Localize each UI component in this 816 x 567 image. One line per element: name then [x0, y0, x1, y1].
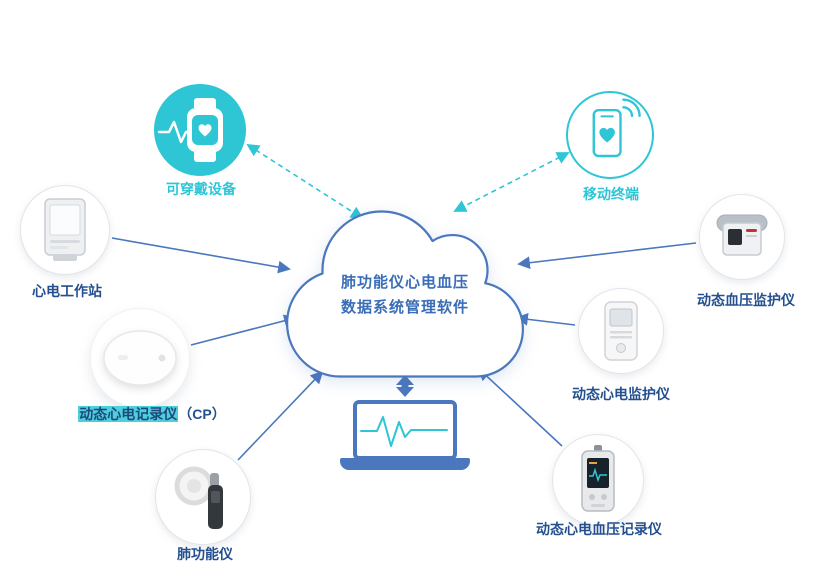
- bp-monitor-node: [699, 194, 785, 280]
- mobile-label: 移动终端: [583, 186, 639, 202]
- wearable-node: [154, 84, 246, 176]
- cp-recorder-cloud-arrow: [190, 314, 297, 346]
- ecg-workstation-device-icon: [44, 198, 86, 261]
- cloud-title-line2: 数据系统管理软件: [340, 299, 469, 316]
- smartwatch-heart-icon: [157, 98, 223, 162]
- cloud-title: 肺功能仪心电血压 数据系统管理软件: [305, 270, 505, 320]
- laptop-ecg-icon: [340, 400, 470, 472]
- bp-monitor-cloud-arrow: [517, 242, 697, 270]
- ecg-workstation-node: [20, 185, 110, 275]
- smartphone-heart-icon: [592, 98, 641, 158]
- laptop-base: [340, 458, 470, 470]
- mobile-node: [566, 91, 654, 179]
- spirometer-label: 肺功能仪: [177, 546, 233, 562]
- cp-recorder-label-suffix: （CP）: [178, 406, 226, 422]
- ecg-monitor-label: 动态心电监护仪: [572, 386, 670, 402]
- ecg-bp-recorder-label: 动态心电血压记录仪: [536, 521, 662, 537]
- cloud-title-line1: 肺功能仪心电血压: [340, 274, 469, 291]
- cp-recorder-node: [90, 308, 190, 408]
- bp-monitor-label: 动态血压监护仪: [697, 292, 795, 308]
- ecg-monitor-node: [578, 288, 664, 374]
- cp-recorder-label: 动态心电记录仪（CP）: [42, 404, 262, 424]
- ecg-bp-recorder-node: [552, 434, 644, 526]
- workstation-cloud-arrow: [111, 237, 291, 274]
- spirometer-node: [155, 449, 251, 545]
- ecg-workstation-label: 心电工作站: [32, 283, 102, 299]
- cloud-shape: [286, 210, 524, 378]
- cp-recorder-device-icon: [103, 330, 177, 386]
- laptop-ecg-waveform: [360, 416, 448, 447]
- spirometer-device-icon: [174, 466, 223, 529]
- ecg-monitor-device-icon: [604, 301, 638, 361]
- laptop-screen: [353, 400, 457, 460]
- wearable-label: 可穿戴设备: [166, 181, 236, 197]
- cp-recorder-label-highlight: 动态心电记录仪: [78, 406, 179, 422]
- bp-monitor-device-icon: [716, 214, 768, 256]
- ecg-bp-recorder-device-icon: [581, 445, 615, 512]
